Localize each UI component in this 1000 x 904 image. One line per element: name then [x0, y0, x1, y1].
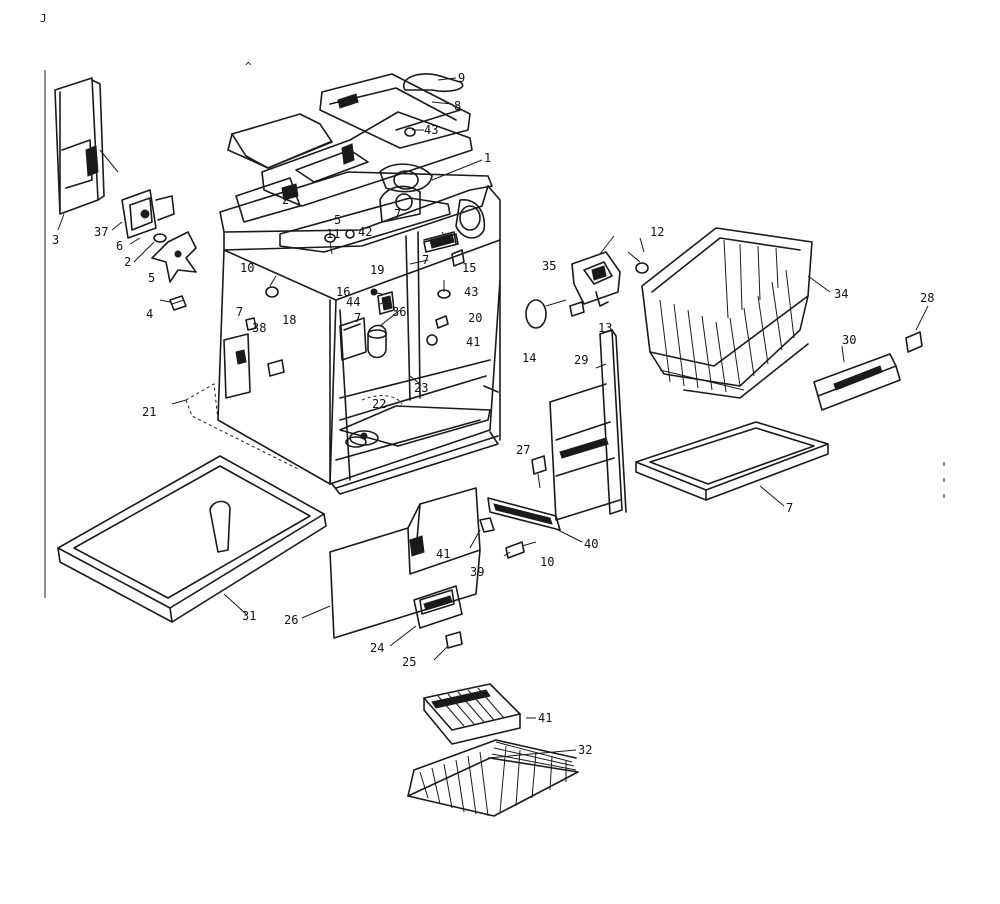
part-1-main-housing — [217, 163, 501, 495]
callout-7-top: 7 — [394, 207, 401, 221]
callout-33: 32 — [578, 743, 592, 757]
callout-10-lower: 40 — [584, 537, 598, 551]
callout-14-right: 13 — [598, 321, 612, 335]
part-8-top-cover — [227, 73, 473, 207]
callout-41-upper: 20 — [468, 311, 482, 325]
part-6-fan-blade — [151, 231, 197, 283]
part-4-screw — [169, 295, 187, 311]
part-10-bottom-rail — [487, 497, 561, 531]
callout-35: 21 — [142, 405, 156, 419]
callout-32: 41 — [538, 711, 552, 725]
part-15-bracket — [423, 231, 457, 245]
callout-39: 10 — [540, 555, 554, 569]
part-35-drip-outline — [185, 383, 331, 485]
callout-27: 29 — [574, 353, 588, 367]
callout-5-left: 5 — [148, 271, 155, 285]
callout-34: 14 — [522, 351, 536, 365]
callout-7-left: 18 — [282, 313, 296, 327]
callout-44: 16 — [336, 285, 350, 299]
part-29-auger-rail — [813, 353, 901, 411]
callout-43-top: 43 — [424, 123, 438, 137]
part-18-screw — [267, 359, 285, 377]
part-27-support-frame — [549, 329, 627, 521]
callout-12: 35 — [542, 259, 556, 273]
callout-8: 8 — [454, 99, 461, 113]
part-41-screw-front — [479, 517, 495, 533]
callout-4-left: 4 — [146, 307, 153, 321]
part-11-screw — [324, 233, 336, 255]
callout-38: 7 — [236, 305, 243, 319]
callout-42: 42 — [358, 225, 372, 239]
callout-24: 26 — [284, 613, 298, 627]
top-mark: ^ — [245, 60, 252, 73]
callout-26: 31 — [242, 609, 256, 623]
part-23-fitting — [426, 334, 438, 346]
part-30-end-cap — [905, 331, 923, 353]
part-39-screw — [505, 541, 537, 559]
part-33-rack-grate — [407, 739, 579, 817]
corner-mark: J — [40, 12, 47, 25]
part-2-spacer — [153, 233, 167, 243]
callout-31: 7 — [786, 501, 793, 515]
part-20-coupling — [367, 324, 387, 359]
part-14-screw — [569, 301, 585, 317]
part-43-clip — [451, 249, 465, 267]
part-36-fitting — [339, 317, 367, 361]
callout-labels: 9 8 43 1 3 37 6 2 2 5 4 5 10 11 42 7 7 1… — [52, 71, 934, 757]
callout-16: 43 — [464, 285, 478, 299]
callout-21: 22 — [372, 397, 386, 411]
callout-43-mid: 15 — [462, 261, 476, 275]
callout-2-left: 2 — [124, 255, 131, 269]
callout-9: 9 — [458, 71, 465, 85]
part-40-screw — [531, 455, 547, 489]
part-16-plug — [437, 280, 451, 299]
part-31-tray — [635, 421, 829, 501]
part-41-screw-upper — [435, 315, 449, 329]
callout-36: 7 — [354, 311, 361, 325]
callout-5-mid: 5 — [334, 213, 341, 227]
callout-29: 30 — [842, 333, 856, 347]
callout-1: 1 — [484, 151, 491, 165]
callout-15: 7 — [422, 253, 429, 267]
part-26-drip-tray — [57, 455, 327, 623]
callout-19: 44 — [346, 295, 360, 309]
callout-28: 34 — [834, 287, 848, 301]
callout-30: 28 — [920, 291, 934, 305]
part-13-nut — [635, 262, 649, 274]
part-19-valve — [377, 291, 395, 315]
part-12-motor-right — [571, 251, 621, 307]
callout-10-upper: 10 — [240, 261, 254, 275]
part-37-motor — [121, 189, 175, 239]
part-42-screw — [345, 229, 355, 239]
part-21-drain — [345, 436, 367, 448]
part-10-washer — [265, 286, 279, 298]
callout-20: 36 — [392, 305, 406, 319]
part-3-side-bracket — [54, 77, 119, 215]
callout-41-front: 39 — [470, 565, 484, 579]
callout-7-front: 41 — [436, 547, 450, 561]
leader-lines — [57, 77, 929, 759]
callout-3: 3 — [52, 233, 59, 247]
part-25-handle — [413, 585, 463, 629]
callout-18: 38 — [252, 321, 266, 335]
callout-25: 24 — [370, 641, 384, 655]
callout-40: 27 — [516, 443, 530, 457]
part-9-top-handle — [402, 73, 464, 93]
callout-11: 11 — [326, 227, 340, 241]
callout-7-mid: 19 — [370, 263, 384, 277]
callout-41-lower: 25 — [402, 655, 416, 669]
callout-22: 23 — [414, 381, 428, 395]
part-28-ice-bucket — [641, 227, 813, 399]
part-34-cap — [525, 299, 567, 329]
callout-37: 37 — [94, 225, 108, 239]
part-38-screw — [245, 317, 257, 331]
part-41-screw-lower — [445, 631, 463, 649]
callout-6: 6 — [116, 239, 123, 253]
callout-2-mid: 2 — [282, 193, 289, 207]
part-24-front-panel — [329, 487, 481, 639]
part-32-ice-mold — [423, 683, 521, 745]
callout-23: 41 — [466, 335, 480, 349]
callout-13: 12 — [650, 225, 664, 239]
